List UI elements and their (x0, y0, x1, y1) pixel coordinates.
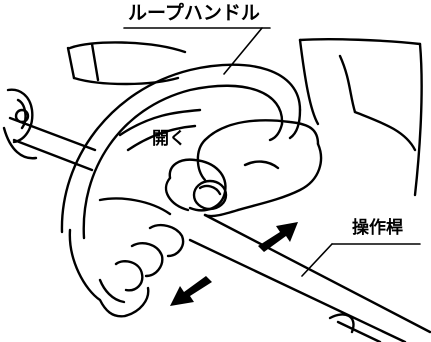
loop-handle-label: ループハンドル (128, 2, 260, 24)
right-hand (196, 119, 323, 218)
engine-detail (2, 88, 38, 160)
right-sleeve (298, 38, 423, 197)
clamp (164, 158, 228, 212)
loop-handle-leader (123, 27, 271, 75)
left-hand (68, 197, 185, 318)
loop-handle (60, 63, 302, 240)
left-sleeve (66, 41, 187, 86)
arrow-down-left-icon (170, 276, 212, 306)
operating-rod-label: 操作桿 (352, 218, 403, 238)
open-label: 開く (152, 129, 186, 149)
arrow-up-right-icon (258, 222, 298, 252)
direction-arrows (170, 222, 298, 306)
operating-rod-leader (301, 243, 421, 277)
operating-rod (8, 116, 431, 342)
